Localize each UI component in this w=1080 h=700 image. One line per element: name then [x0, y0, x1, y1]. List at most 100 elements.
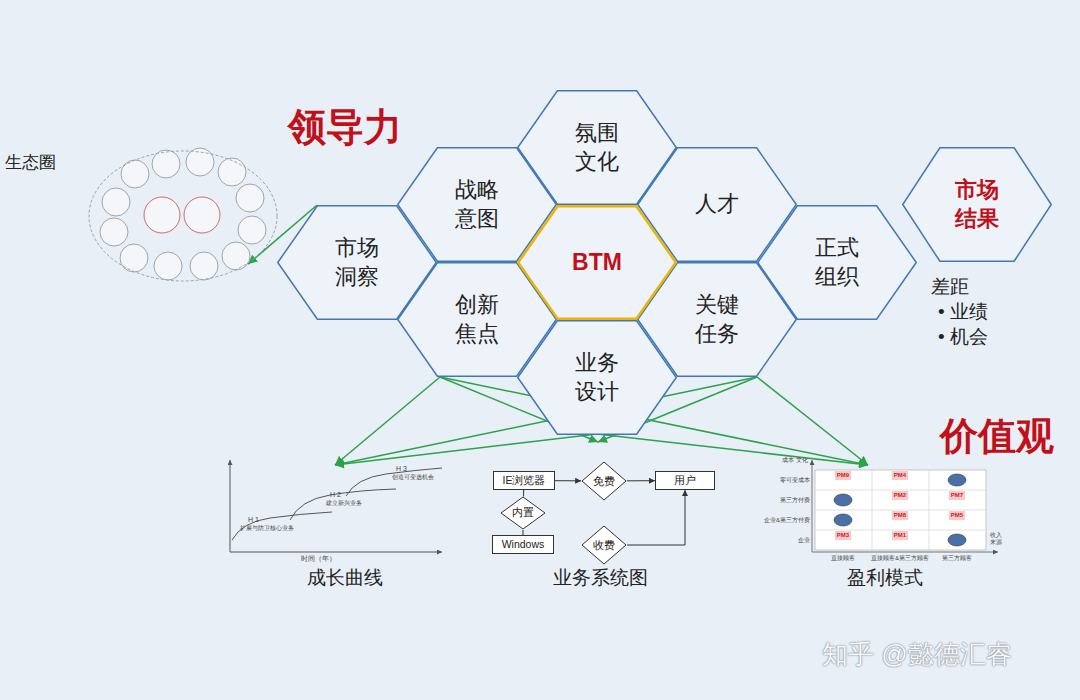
node-label: 市场 结果 [942, 176, 1012, 233]
ecosystem-member [238, 216, 266, 244]
ecosystem-ellipse: 生态圈 [88, 150, 278, 282]
curve-label: H 3 [396, 465, 407, 473]
growth-curve-chart [230, 460, 442, 552]
leader-arrow [597, 434, 868, 465]
leader-arrow [757, 377, 868, 465]
watermark: 知乎 @懿德汇睿 [822, 640, 1012, 670]
curve-label: H 2 [330, 491, 341, 499]
cell-tag-text: PM5 [951, 512, 963, 519]
process-box: Windows [492, 535, 554, 554]
cell-tag [892, 531, 908, 540]
cell-tag-text: PM8 [894, 512, 906, 519]
cell-marker [948, 474, 966, 486]
node-label: 正式 组织 [802, 234, 872, 291]
bullet-item: • 业绩 [938, 301, 988, 323]
profit-model-grid [812, 460, 998, 552]
decision-diamond: 内置 [500, 496, 546, 530]
x-axis [230, 552, 442, 553]
cell-tag-text: PM7 [951, 492, 963, 499]
node-text-box: 生态圈 [88, 150, 278, 282]
connector-arrow [523, 530, 524, 535]
node-text-box: BTM [517, 205, 677, 320]
node-label: 免费 [593, 474, 615, 488]
node-text-box: 市场 结果 [902, 147, 1052, 262]
cell-marker [834, 514, 852, 526]
node-outline [517, 320, 677, 435]
node-label: 氛围 文化 [562, 119, 632, 176]
column-label: 直接顾客&第三方顾客 [871, 555, 929, 561]
ecosystem-member [120, 244, 148, 272]
diamond-outline [582, 526, 626, 564]
row-label: 第三方付费 [780, 497, 810, 504]
connector-arrow [555, 480, 581, 481]
cell-marker [948, 534, 966, 546]
connector-arrow [248, 205, 317, 264]
cell-marker [834, 494, 852, 506]
cell-tag [892, 491, 908, 500]
node-heading: 生态圈 [5, 152, 56, 174]
axis-label: 收入 来源 [990, 532, 1004, 546]
cell-tag [949, 511, 965, 520]
curve-label: H 1 [248, 516, 259, 524]
heading-label: 价值观 [940, 415, 1054, 459]
ecosystem-member [218, 158, 246, 186]
process-box: 用户 [655, 471, 715, 490]
hexagon-outline [903, 148, 1052, 262]
node-label: BTM [572, 248, 622, 278]
decision-diamond: 收费 [581, 525, 627, 565]
node-label: 市场 洞察 [322, 234, 392, 291]
node-text-box: 业务 设计 [517, 320, 677, 435]
node-text-box: Windows [493, 536, 553, 553]
row-label: 零可变成本 [780, 477, 810, 484]
row-label: 企业 [798, 537, 810, 544]
grid-line [815, 530, 986, 531]
curve-note: 扩展与防卫核心业务 [240, 525, 294, 532]
node-text-box: 免费 [581, 461, 627, 501]
cell-tag-text: PM2 [894, 492, 906, 499]
grid-line [815, 490, 986, 491]
node-text-box: IE浏览器 [494, 472, 554, 489]
node-label: 人才 [695, 190, 739, 219]
axis-label: 时间（年） [301, 555, 336, 563]
leader-arrow [335, 377, 440, 465]
column-label: 直接顾客 [831, 555, 855, 562]
cell-tag-text: PM3 [837, 532, 849, 539]
gap-label: 差距 [931, 276, 969, 298]
node-label: 战略 意图 [442, 176, 512, 233]
node-label: 收费 [593, 538, 615, 552]
diamond-outline [582, 462, 626, 500]
leader-arrow [335, 434, 597, 465]
caption: 成长曲线 [307, 567, 383, 589]
ecosystem-core [184, 197, 220, 233]
connector-arrow [627, 480, 655, 481]
ecosystem-member [186, 148, 214, 176]
cell-tag [949, 491, 965, 500]
ecosystem-member [154, 252, 182, 280]
cell-tag [892, 471, 908, 480]
grid-line [815, 510, 986, 511]
cell-tag-text: PM9 [837, 472, 849, 479]
connector-arrow [627, 490, 685, 545]
growth-curve [346, 468, 442, 496]
hexagon-node: BTM [517, 205, 677, 320]
cell-tag-text: PM4 [894, 472, 906, 479]
ecosystem-circles [100, 148, 266, 280]
cell-tag [835, 471, 851, 480]
process-box: IE浏览器 [493, 471, 555, 490]
ecosystem-member [100, 218, 128, 246]
growth-curve [290, 489, 396, 520]
heading-label: 领导力 [288, 106, 402, 150]
node-label: 业务 设计 [562, 349, 632, 406]
curve-note: 建立新兴业务 [326, 500, 362, 507]
growth-curve [232, 512, 332, 540]
node-outline [902, 147, 1052, 262]
axis-label: 成本 文化 [782, 457, 808, 464]
bullet-item: • 机会 [938, 326, 988, 348]
node-label: IE浏览器 [503, 474, 546, 488]
node-label: 内置 [512, 506, 534, 520]
ecosystem-member [102, 188, 130, 216]
node-label: 用户 [674, 474, 696, 488]
caption: 业务系统图 [553, 567, 648, 589]
